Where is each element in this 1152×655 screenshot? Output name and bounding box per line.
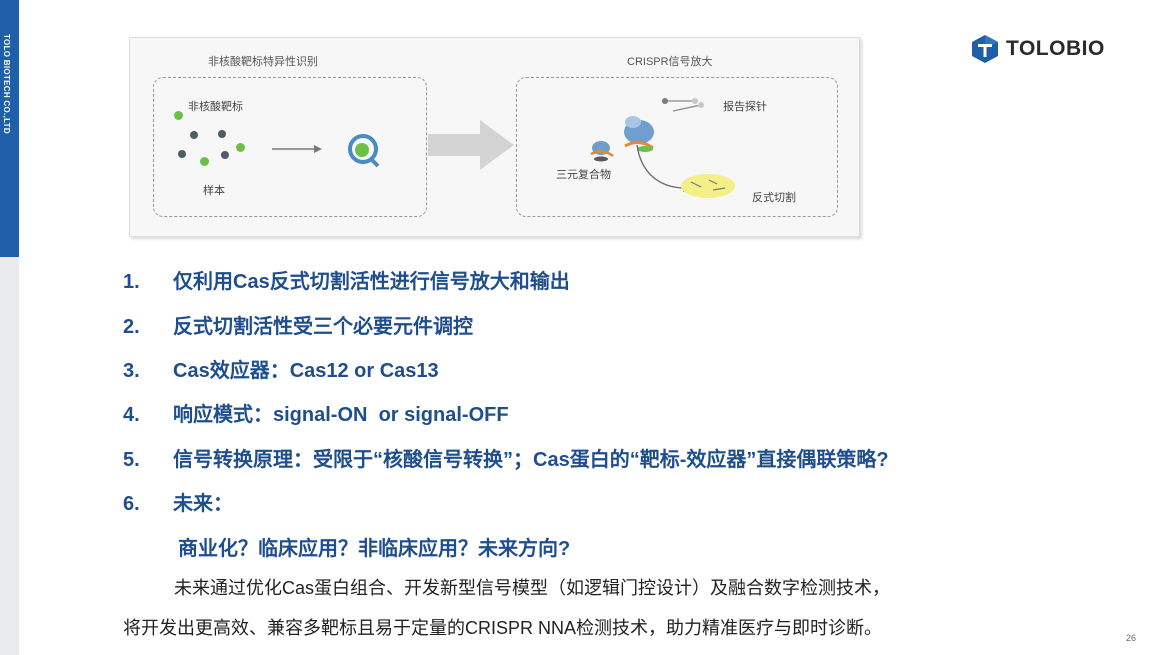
side-bar-accent: TOLO BIOTECH CO.,LTD [0,0,19,257]
company-name: TOLO BIOTECH CO.,LTD [2,34,11,134]
target-label: 非核酸靶标 [188,101,243,113]
recognition-panel [153,77,427,217]
list-text: 信号转换原理：受限于“核酸信号转换”；Cas蛋白的“靶标-效应器”直接偶联策略? [173,449,889,471]
list-text: 反式切割活性受三个必要元件调控 [173,316,473,338]
list-text: 未来： [173,493,233,515]
sample-dot-icon [190,131,198,139]
tolobio-logo-icon [972,35,998,63]
list-number: 4. [123,404,140,426]
target-dot-icon [174,111,183,120]
right-panel-title: CRISPR信号放大 [627,56,713,68]
target-dot-icon [236,143,245,152]
recognition-probe-icon [348,134,380,168]
amplification-panel [516,77,838,217]
sample-label: 样本 [203,185,225,197]
list-number: 5. [123,449,140,471]
ternary-complex-icon [590,116,654,162]
list-item: 1. 仅利用Cas反式切割活性进行信号放大和输出 [123,265,570,294]
list-number: 2. [123,316,140,338]
list-text: 仅利用Cas反式切割活性进行信号放大和输出 [173,271,570,293]
cleavage-label: 反式切割 [752,192,796,204]
sample-dot-icon [178,150,186,158]
list-text: Cas效应器：Cas12 or Cas13 [173,360,439,382]
summary-line-2: 将开发出更高效、兼容多靶标且易于定量的CRISPR NNA检测技术，助力精准医疗… [123,618,883,638]
sample-dot-icon [221,151,229,159]
mechanism-diagram: 非核酸靶标特异性识别 CRISPR信号放大 非核酸靶标 样本 报告探针 [129,37,860,237]
list-item: 5. 信号转换原理：受限于“核酸信号转换”；Cas蛋白的“靶标-效应器”直接偶联策… [123,443,889,472]
list-item: 3. Cas效应器：Cas12 or Cas13 [123,354,439,383]
complex-label: 三元复合物 [556,169,611,181]
cleaved-probe-icon [681,174,735,198]
brand-logo: TOLOBIO [970,34,1105,64]
reporter-probe-icon [662,98,704,112]
future-questions: 商业化？临床应用？非临床应用？未来方向? [178,538,571,560]
arrow-icon [272,145,322,153]
list-number: 6. [123,493,140,515]
summary-line-1: 未来通过优化Cas蛋白组合、开发新型信号模型（如逻辑门控设计）及融合数字检测技术… [174,578,891,598]
probe-label: 报告探针 [723,101,767,113]
left-panel-title: 非核酸靶标特异性识别 [208,56,318,68]
list-number: 1. [123,271,140,293]
brand-name: TOLOBIO [1006,37,1105,60]
page-number: 26 [1125,633,1136,643]
list-number: 3. [123,360,140,382]
list-item: 2. 反式切割活性受三个必要元件调控 [123,310,473,339]
list-text: 响应模式：signal-ON or signal-OFF [173,404,509,426]
list-item: 4. 响应模式：signal-ON or signal-OFF [123,398,509,427]
list-item: 6. 未来： [123,487,233,516]
sample-dot-icon [218,130,226,138]
big-arrow-icon [428,120,514,170]
target-dot-icon [200,157,209,166]
